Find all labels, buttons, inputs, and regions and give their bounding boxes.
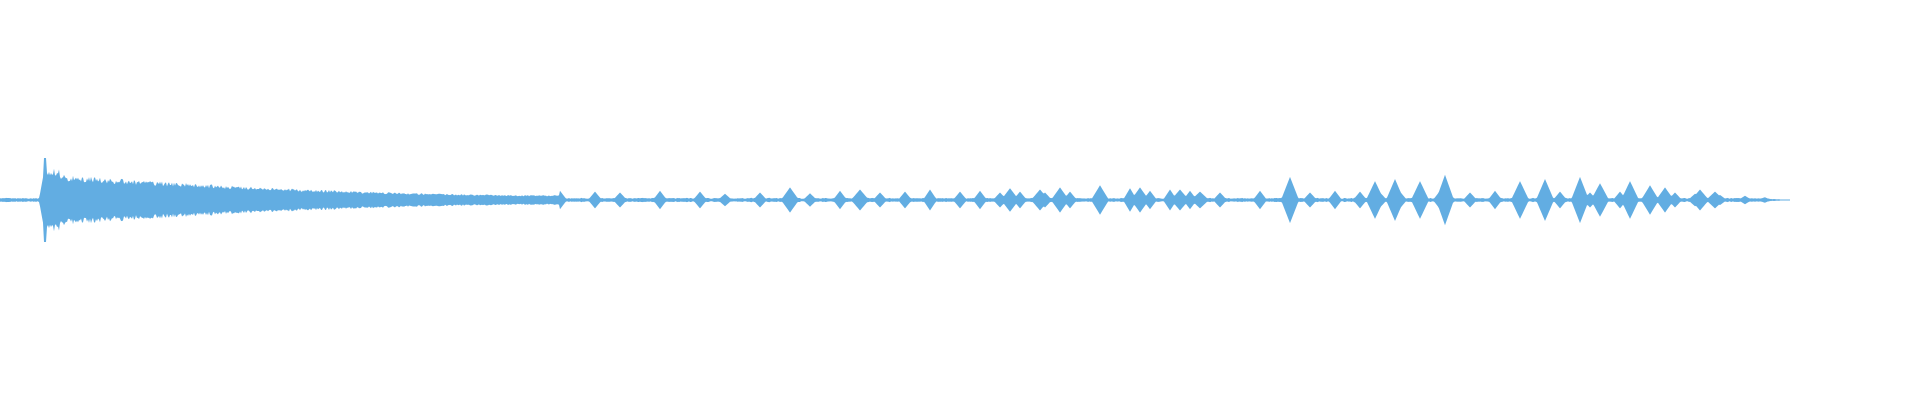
waveform-shape xyxy=(0,158,1790,242)
